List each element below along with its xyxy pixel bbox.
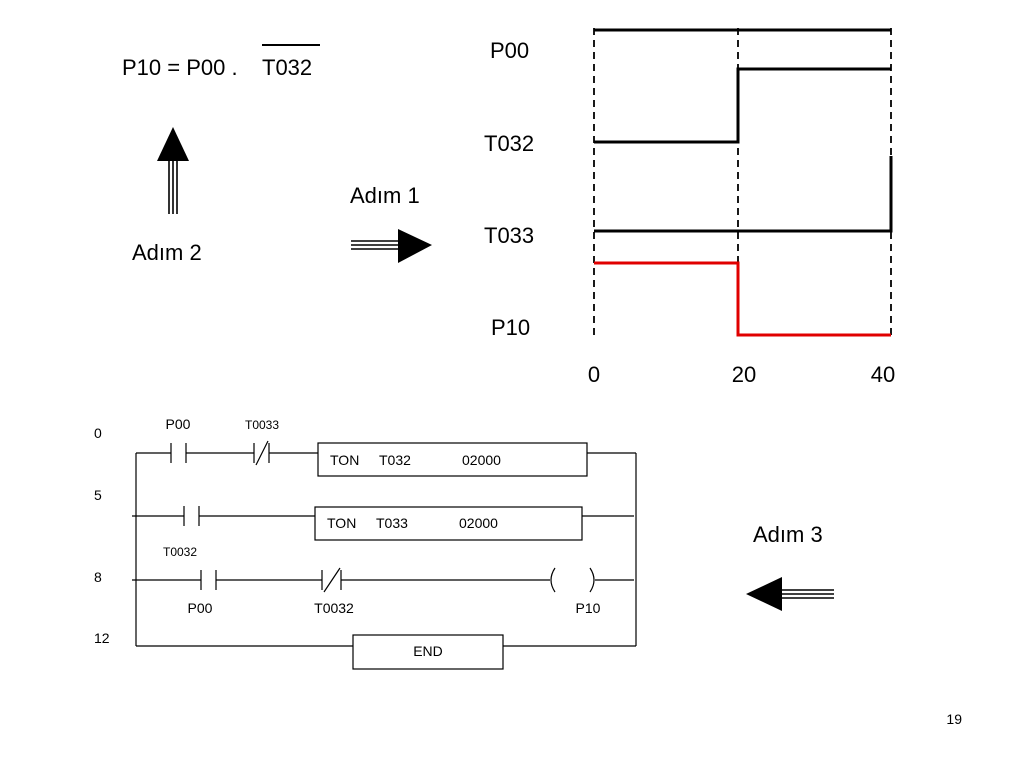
time-tick-40: 40	[871, 362, 895, 387]
end-box	[352, 634, 504, 670]
ton-t033-box	[314, 506, 583, 541]
ton-t033-value: 02000	[459, 515, 498, 531]
equation-negated-operand: T032	[262, 55, 312, 80]
signal-label-p00: P00	[490, 38, 529, 63]
ton-t032-timer: T032	[379, 452, 411, 468]
rung-5: TON T033 02000	[132, 506, 634, 541]
rung-address-0: 0	[94, 425, 102, 441]
p10-coil-icon	[550, 567, 595, 593]
step1-right-arrow-icon	[351, 229, 432, 263]
signal-label-p10: P10	[491, 315, 530, 340]
timing-diagram: P00 T032 T033 P10 0 20 40	[484, 28, 895, 387]
step3-label: Adım 3	[753, 522, 823, 547]
rung-0: P00 T0033 TON T032 02000	[136, 416, 636, 477]
waveform-p10	[594, 261, 891, 337]
rung-address-5: 5	[94, 487, 102, 503]
equation-lhs: P10 = P00 .	[122, 55, 238, 80]
rung0-contact1-label: P00	[166, 416, 191, 432]
step2-label: Adım 2	[132, 240, 202, 265]
rung8-contact1-label: P00	[188, 600, 213, 616]
signal-label-t032: T032	[484, 131, 534, 156]
rung8-coil-label: P10	[576, 600, 601, 616]
rung-address-8: 8	[94, 569, 102, 585]
rung8-contact1-top-label: T0032	[163, 545, 197, 559]
time-tick-0: 0	[588, 362, 600, 387]
rung0-contact2-label: T0033	[245, 418, 279, 432]
signal-label-t033: T033	[484, 223, 534, 248]
step3-left-arrow-icon	[746, 577, 834, 611]
ton-t032-instr: TON	[330, 452, 359, 468]
rung-8: T0032 P00 T0032 P10	[132, 545, 634, 616]
ladder-diagram: 0 5 8 12 P00 T0033 TON T032 02000	[94, 416, 637, 670]
rung-address-12: 12	[94, 630, 110, 646]
step1-label: Adım 1	[350, 183, 420, 208]
ton-t033-timer: T033	[376, 515, 408, 531]
end-label: END	[413, 643, 443, 659]
page-number: 19	[946, 711, 962, 727]
ton-t032-value: 02000	[462, 452, 501, 468]
waveform-t033	[594, 156, 893, 233]
waveform-t032	[594, 67, 891, 144]
ton-t033-instr: TON	[327, 515, 356, 531]
boolean-equation: P10 = P00 . T032	[122, 44, 320, 80]
rung-12: END	[136, 634, 636, 670]
rung8-contact2-label: T0032	[314, 600, 354, 616]
step2-up-arrow-icon	[157, 127, 189, 214]
time-tick-20: 20	[732, 362, 756, 387]
ton-t032-box	[317, 442, 588, 477]
